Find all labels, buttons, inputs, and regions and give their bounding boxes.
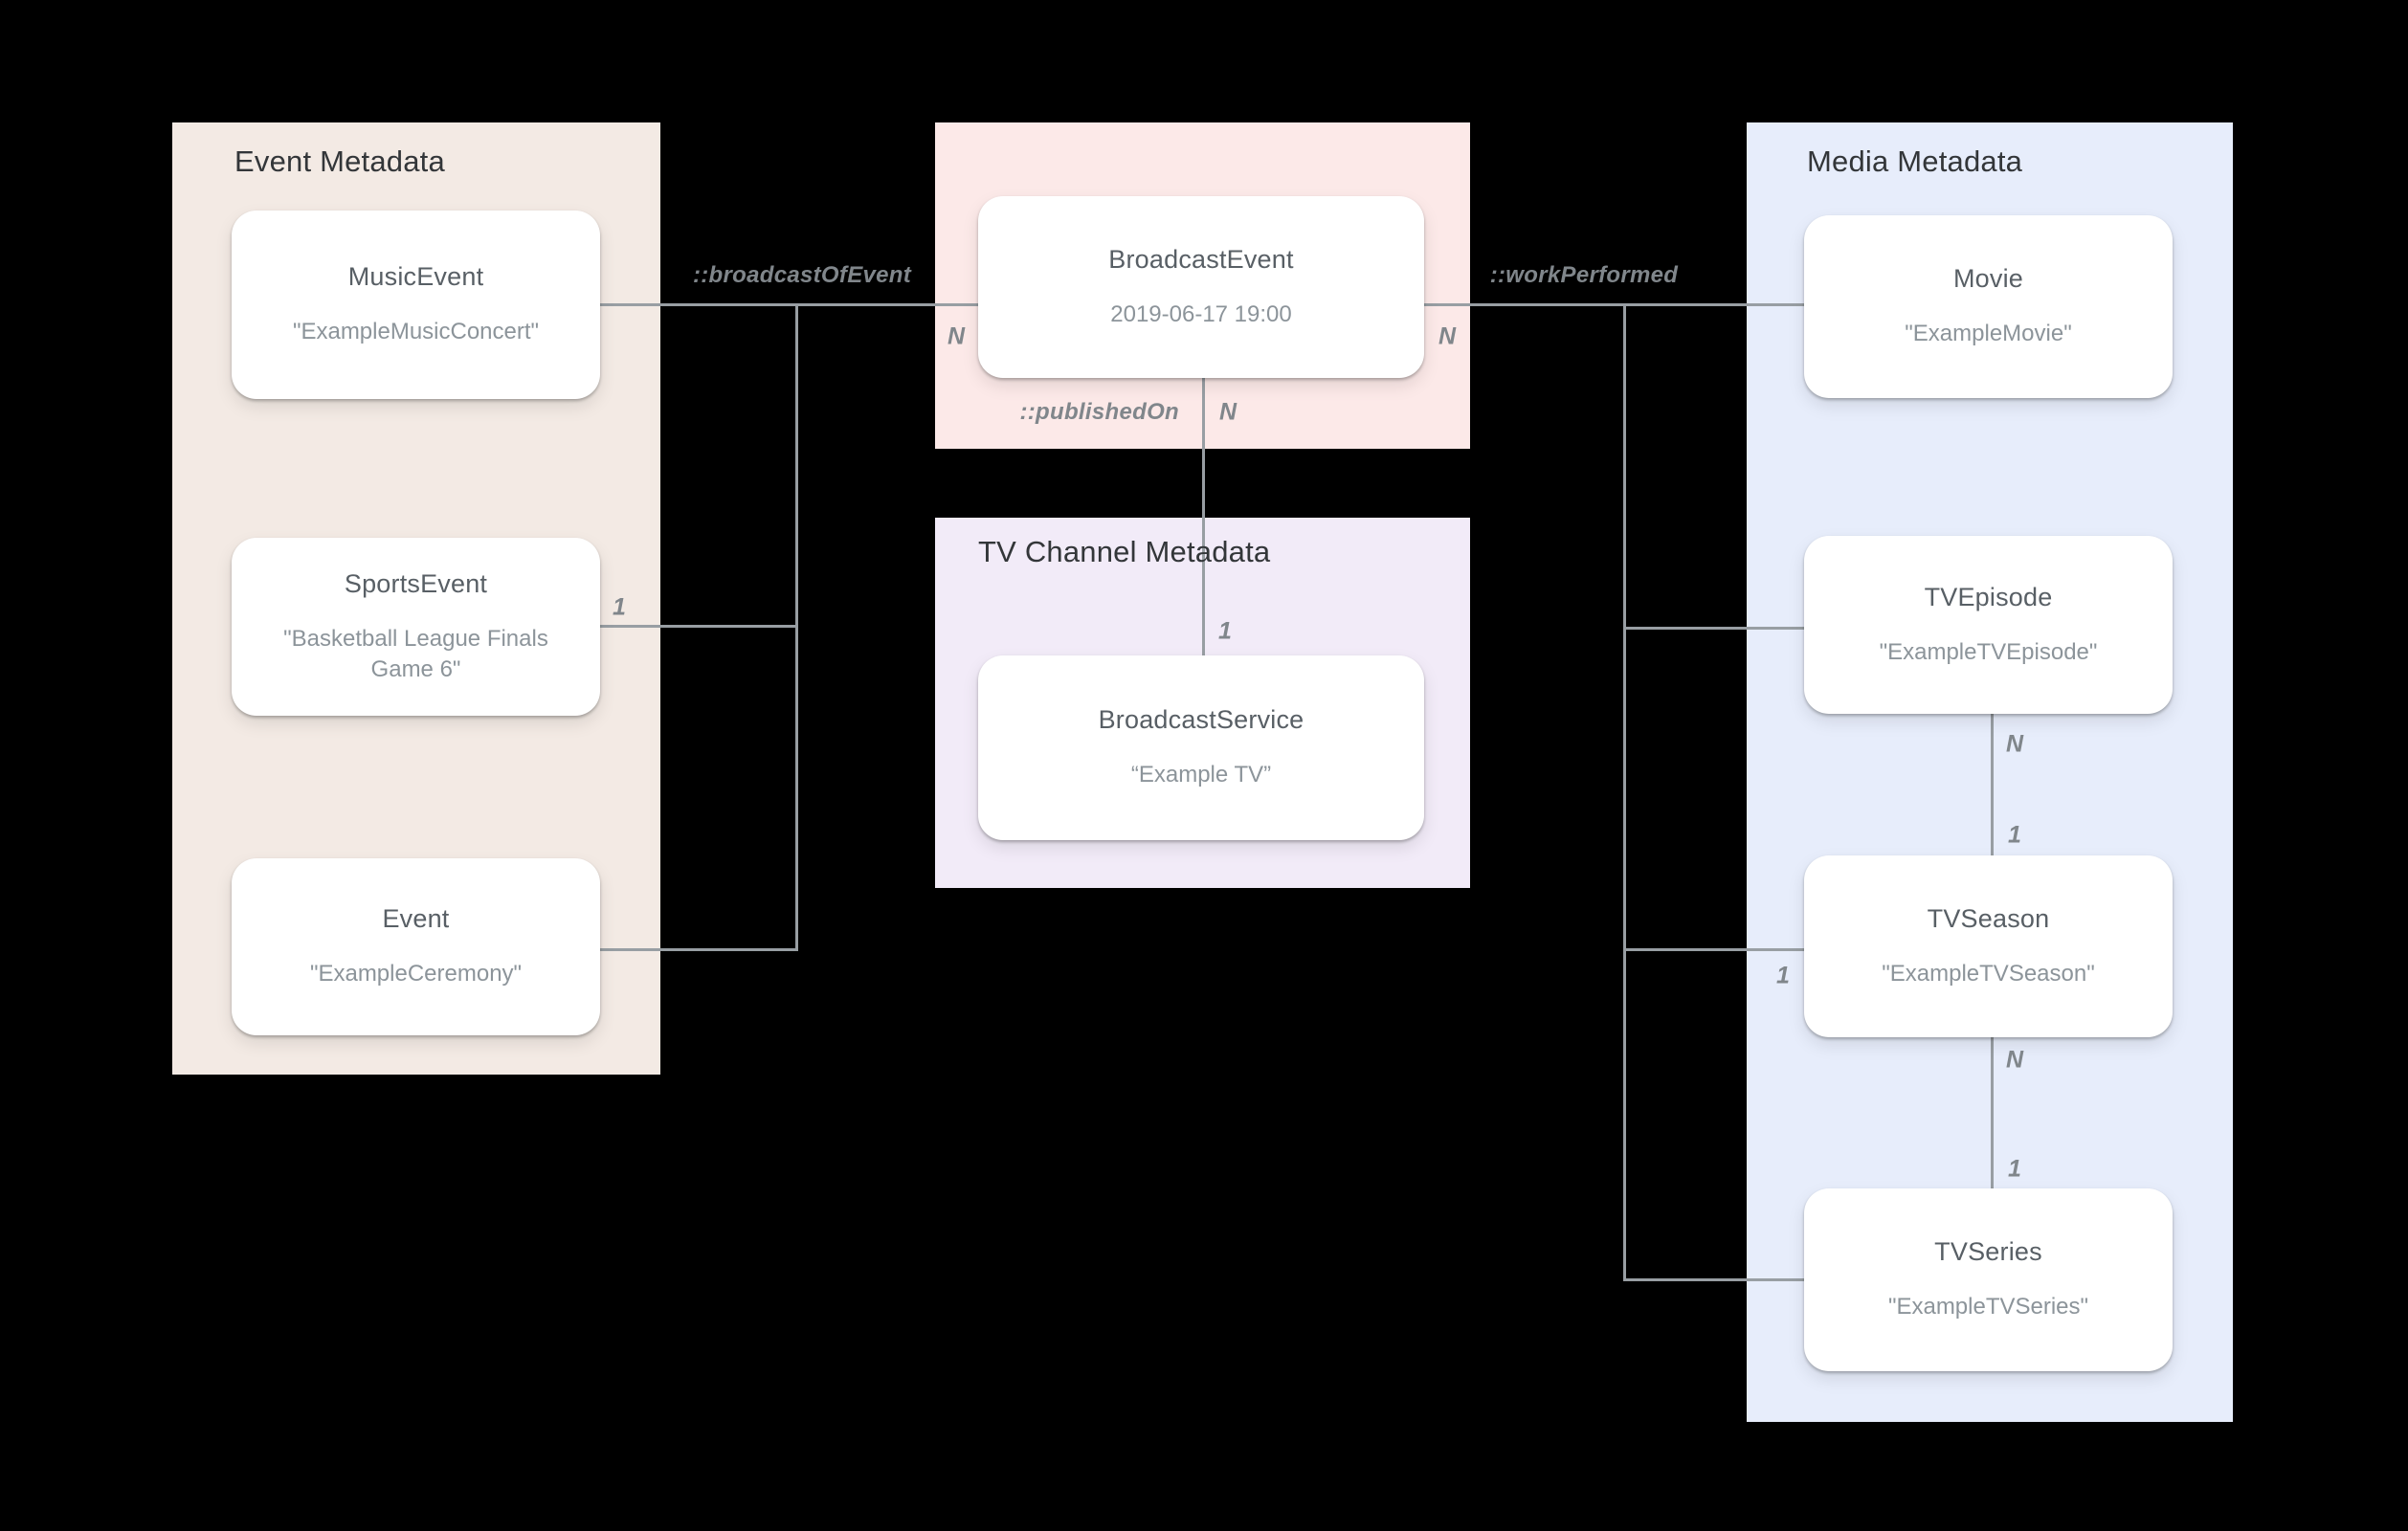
edge-branch-tv-episode: [1626, 627, 1804, 630]
cardinality-n-published-on: N: [1218, 398, 1237, 426]
node-title: SportsEvent: [344, 569, 488, 599]
edge-branch-event: [600, 948, 795, 951]
node-sports-event: SportsEvent "Basketball League Finals Ga…: [232, 538, 600, 716]
cardinality-n-season-series: N: [2005, 1046, 2024, 1074]
cardinality-1-tv-season-branch: 1: [1776, 962, 1790, 989]
node-title: TVEpisode: [1924, 582, 2053, 611]
node-broadcast-event: BroadcastEvent 2019-06-17 19:00: [978, 196, 1424, 378]
node-title: TVSeason: [1927, 903, 2050, 933]
node-title: Movie: [1952, 264, 2024, 294]
edge-branch-tv-series: [1626, 1278, 1804, 1281]
cardinality-1-episode-season: 1: [2008, 821, 2021, 849]
node-tv-episode: TVEpisode "ExampleTVEpisode": [1804, 536, 2173, 714]
edge-line-published-on: [1202, 378, 1205, 655]
node-value: "ExampleTVSeason": [1882, 960, 2095, 987]
node-value: "Basketball League Finals Game 6": [283, 626, 548, 682]
cardinality-1-season-series: 1: [2008, 1155, 2021, 1183]
cardinality-1-broadcast-service: 1: [1218, 617, 1232, 645]
node-value: "ExampleCeremony": [309, 961, 523, 987]
node-event: Event "ExampleCeremony": [232, 858, 600, 1035]
node-tv-series: TVSeries "ExampleTVSeries": [1804, 1188, 2173, 1371]
cardinality-n-broadcast-right: N: [1438, 322, 1457, 350]
node-value: “Example TV”: [1130, 762, 1272, 788]
node-title: TVSeries: [1934, 1237, 2042, 1267]
edge-line-episode-season: [1991, 714, 1994, 855]
edge-branch-tv-season: [1626, 948, 1804, 951]
node-tv-season: TVSeason "ExampleTVSeason": [1804, 855, 2173, 1037]
node-title: MusicEvent: [347, 262, 484, 292]
edge-label-broadcast-of-event: ::broadcastOfEvent: [692, 262, 912, 288]
node-value: "ExampleMusicConcert": [292, 319, 540, 345]
edge-line-season-series: [1991, 1037, 1994, 1188]
node-music-event: MusicEvent "ExampleMusicConcert": [232, 211, 600, 399]
edge-trunk-work-performed: [1623, 303, 1626, 1281]
node-value: "ExampleTVEpisode": [1879, 638, 2098, 665]
event-metadata-title: Event Metadata: [234, 144, 445, 178]
edge-line-work-performed: [1424, 303, 1804, 306]
node-value: "ExampleMovie": [1905, 321, 2072, 347]
edge-label-published-on: ::publishedOn: [1019, 399, 1179, 425]
edge-line-broadcast-of-event: [600, 303, 978, 306]
node-value: 2019-06-17 19:00: [1110, 300, 1292, 327]
cardinality-n-episode-season: N: [2005, 730, 2024, 758]
node-movie: Movie "ExampleMovie": [1804, 215, 2173, 398]
cardinality-n-broadcast-left: N: [947, 322, 966, 350]
node-value: "ExampleTVSeries": [1887, 1294, 2089, 1320]
node-title: BroadcastService: [1098, 705, 1304, 735]
tv-channel-metadata-title: TV Channel Metadata: [978, 535, 1271, 568]
node-title: BroadcastEvent: [1108, 244, 1294, 274]
media-metadata-title: Media Metadata: [1807, 144, 2023, 178]
edge-trunk-broadcast-of-event: [795, 303, 798, 951]
cardinality-1-sports-event: 1: [613, 593, 626, 621]
edge-label-work-performed: ::workPerformed: [1489, 262, 1679, 288]
node-title: Event: [382, 904, 450, 934]
node-broadcast-service: BroadcastService “Example TV”: [978, 655, 1424, 840]
edge-branch-sports-event: [600, 625, 795, 628]
